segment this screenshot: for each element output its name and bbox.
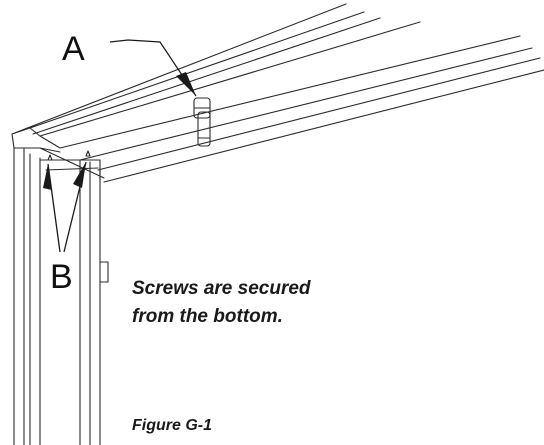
- panel-tab: [99, 261, 109, 283]
- frame-drawing: [11, 3, 544, 445]
- top-rail: [11, 3, 544, 183]
- note-line-1: Screws are secured: [132, 278, 311, 299]
- callout-b-arrowhead-right: [73, 162, 86, 188]
- left-post: [13, 147, 41, 445]
- callout-a-leader: [109, 39, 197, 97]
- hanging-panel: [79, 159, 101, 445]
- callout-b-arrowhead-left: [43, 164, 52, 190]
- figure-label: Figure G-1: [132, 417, 212, 434]
- screw-marks: [47, 150, 91, 161]
- callout-a-arrowhead: [176, 72, 196, 96]
- callout-a: A: [62, 30, 85, 68]
- callout-b: B: [50, 258, 73, 296]
- note-line-2: from the bottom.: [132, 306, 283, 327]
- bracket-hardware: [193, 97, 211, 147]
